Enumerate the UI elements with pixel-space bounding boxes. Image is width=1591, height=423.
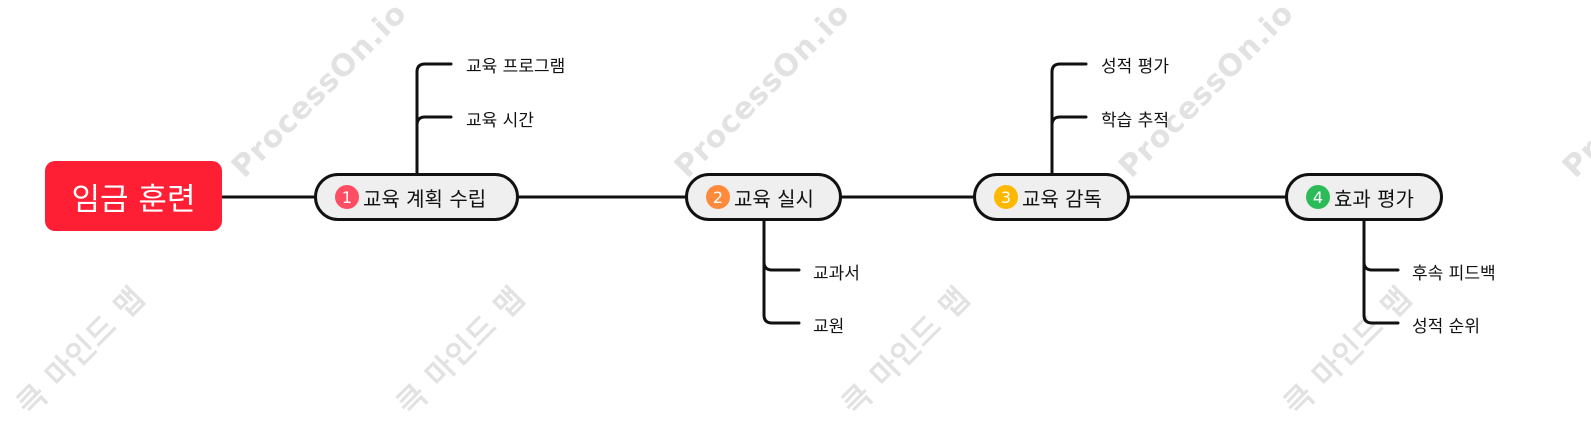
topic-item[interactable]: 교육 시간 [466,111,534,131]
stage-number-badge: 4 [1306,185,1330,209]
connector-stage-3-children [1050,62,1088,175]
mindmap-connectors [220,62,1400,325]
root-label: 임금 훈련 [71,181,196,218]
stage-label: 효과 평가 [1334,186,1414,211]
stage-label: 교육 실시 [734,186,814,211]
stage-label: 교육 감독 [1022,186,1102,211]
connector-stage-2-children [762,219,801,325]
topic-item[interactable]: 학습 추적 [1101,111,1169,131]
stage-label: 교육 계획 수립 [363,186,487,211]
stage-node-4[interactable]: 4 효과 평가 [1285,173,1443,221]
topic-item[interactable]: 교원 [813,317,845,337]
topic-item[interactable]: 교과서 [813,264,860,284]
connector-stage-4-children [1362,219,1400,325]
stage-node-1[interactable]: 1 교육 계획 수립 [314,173,519,221]
stage-number-badge: 1 [335,185,359,209]
connector-stage-1-children [415,62,453,175]
topic-item[interactable]: 교육 프로그램 [466,57,566,77]
stage-node-2[interactable]: 2 교육 실시 [685,173,842,221]
root-node[interactable]: 임금 훈련 [45,161,222,231]
topic-item[interactable]: 성적 순위 [1412,317,1480,337]
stage-number-badge: 2 [706,185,730,209]
stage-node-3[interactable]: 3 교육 감독 [973,173,1130,221]
stage-number-badge: 3 [994,185,1018,209]
topic-item[interactable]: 성적 평가 [1101,57,1169,77]
topic-item[interactable]: 후속 피드백 [1412,264,1496,284]
